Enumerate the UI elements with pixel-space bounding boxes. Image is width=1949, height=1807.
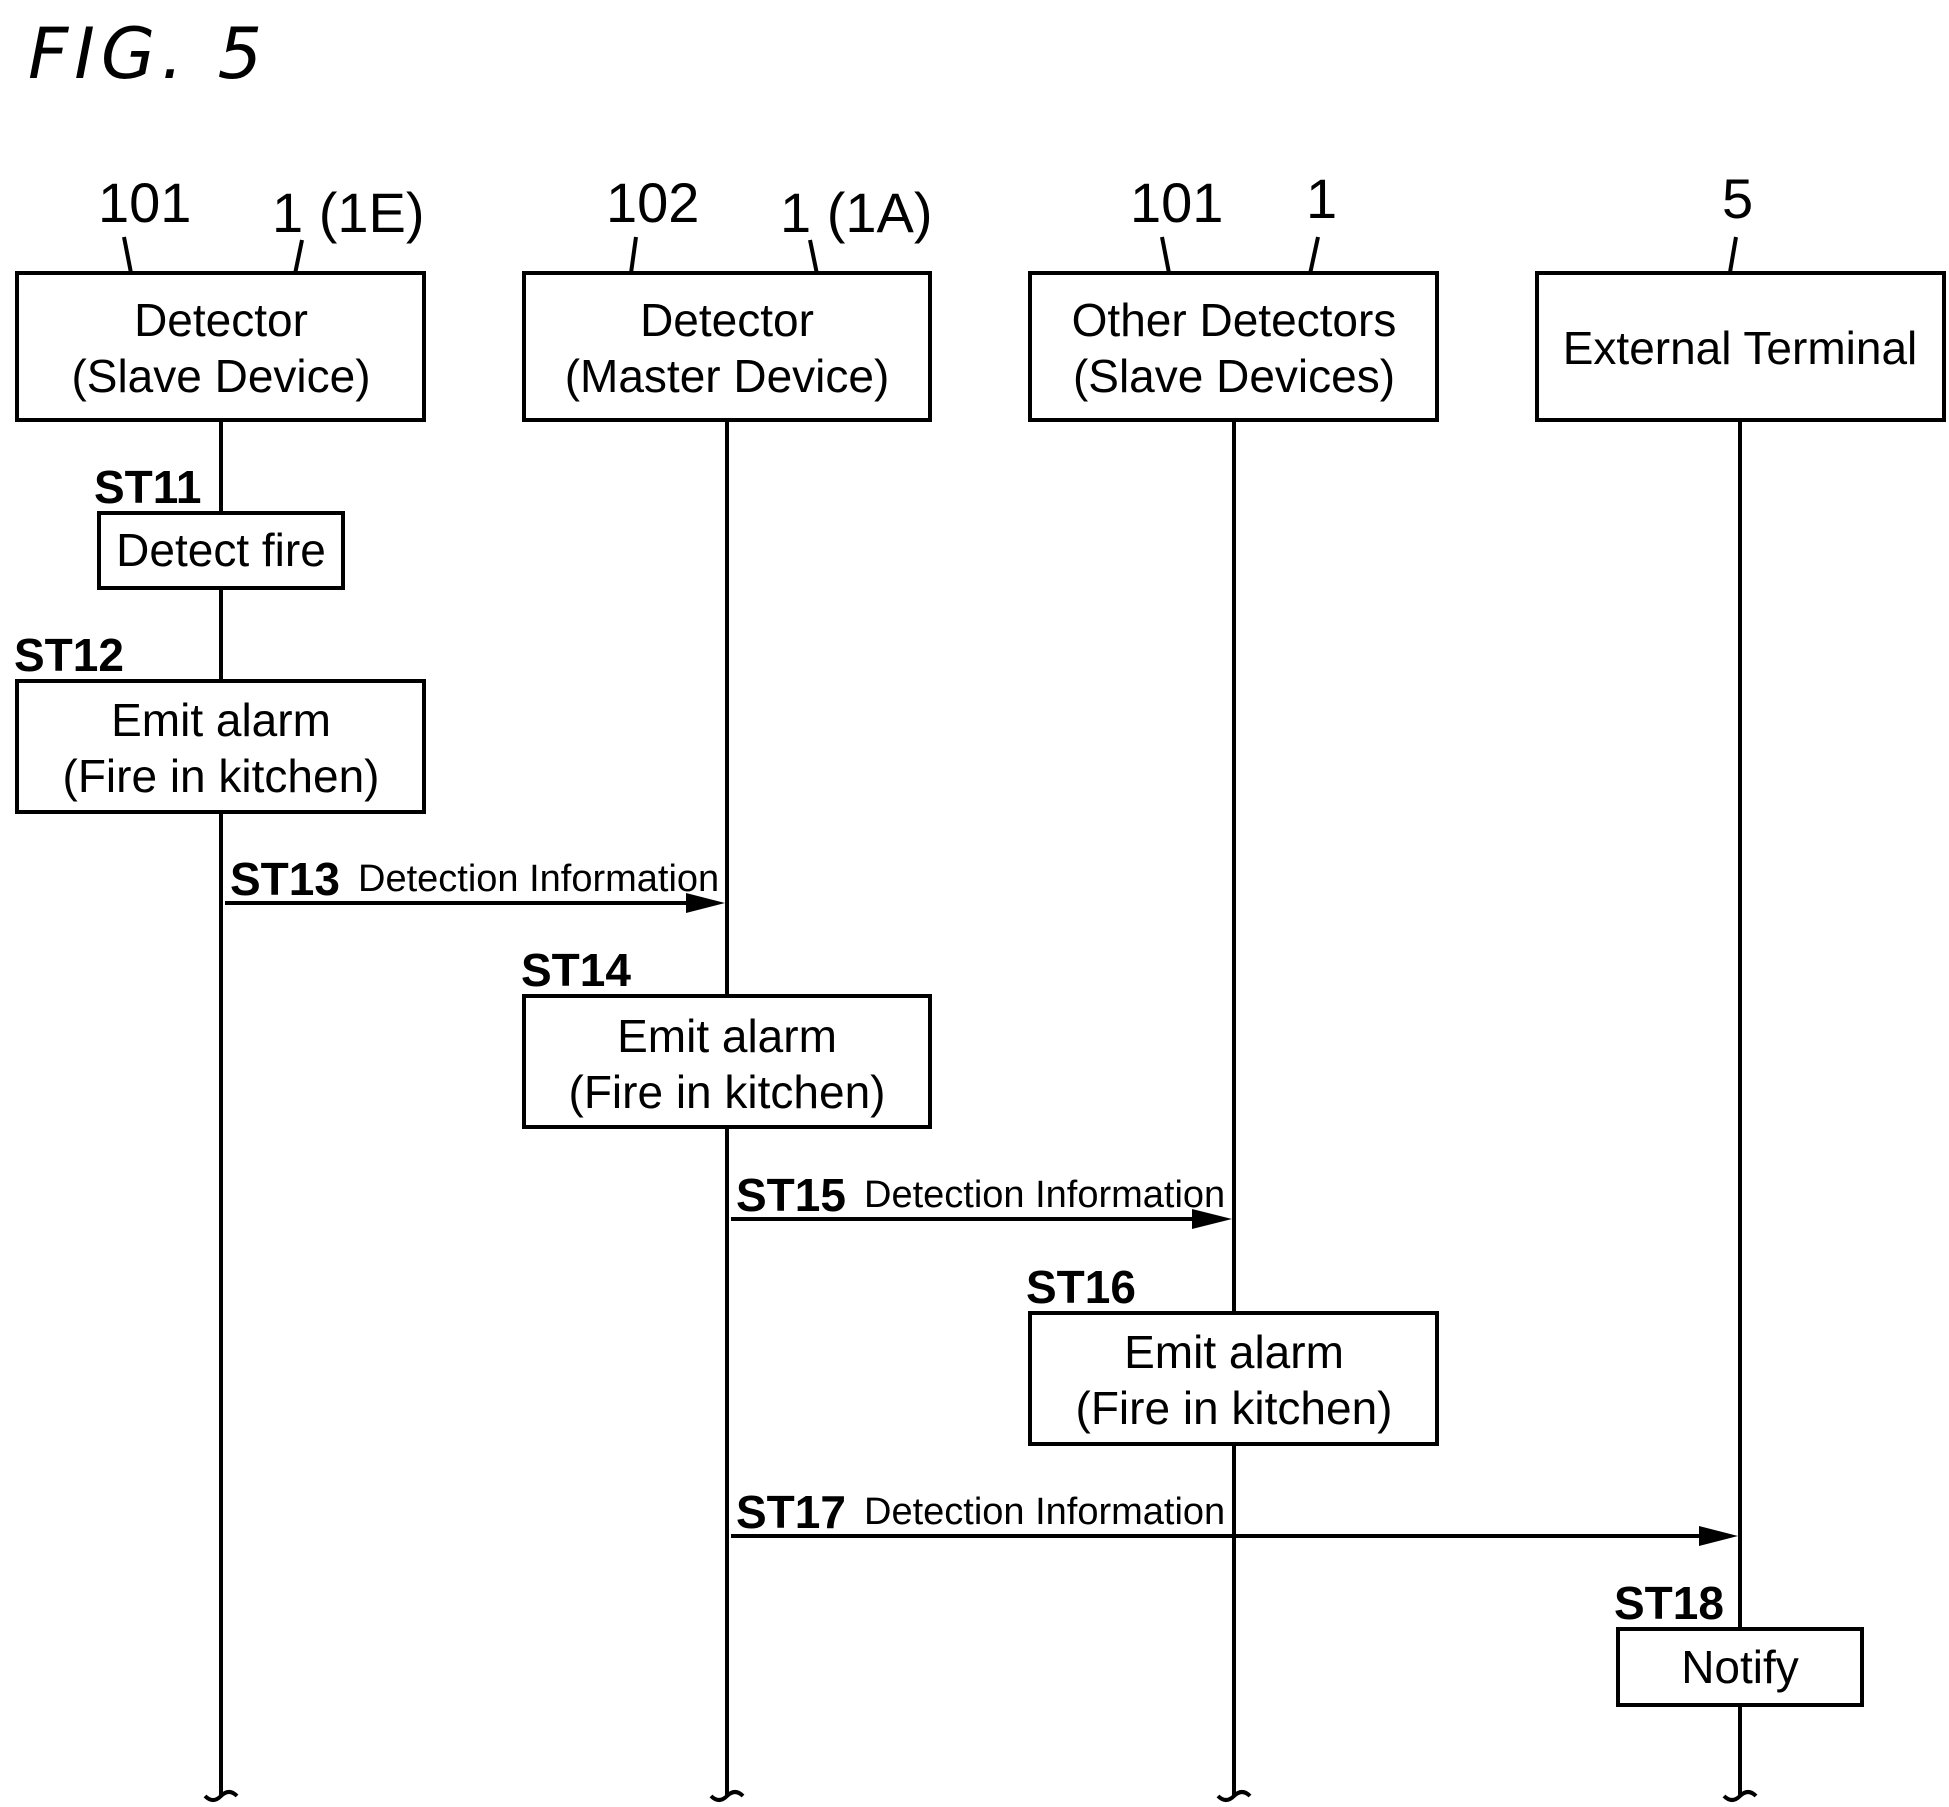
step-label: ST18 bbox=[1614, 1577, 1724, 1629]
step-text: Emit alarm bbox=[111, 694, 331, 746]
lifeline-external-terminal: 5 External Terminal bbox=[1537, 167, 1944, 420]
figure-title: FIG. 5 bbox=[28, 13, 268, 95]
leader-line bbox=[810, 240, 817, 274]
lifeline-title: Detector bbox=[640, 294, 814, 346]
step-text: (Fire in kitchen) bbox=[63, 750, 380, 802]
message-step-label: ST15 bbox=[736, 1169, 846, 1221]
leader-line bbox=[1162, 237, 1169, 273]
step-text: Notify bbox=[1681, 1641, 1799, 1693]
reference-numeral: 5 bbox=[1722, 167, 1753, 230]
step-label: ST11 bbox=[94, 461, 201, 513]
step-label: ST16 bbox=[1026, 1261, 1136, 1313]
message-label: Detection Information bbox=[358, 858, 719, 900]
message-step-label: ST17 bbox=[736, 1486, 846, 1538]
lifeline-other-detectors: 101 1 Other Detectors (Slave Devices) bbox=[1030, 167, 1437, 420]
step-text: (Fire in kitchen) bbox=[1076, 1382, 1393, 1434]
reference-numeral: 102 bbox=[606, 171, 699, 234]
lifeline-detector-master: 102 1 (1A) Detector (Master Device) bbox=[524, 171, 933, 420]
message-st15: ST15 Detection Information bbox=[731, 1169, 1232, 1229]
lifeline-title: Detector bbox=[134, 294, 308, 346]
lifeline-lines bbox=[205, 420, 1756, 1800]
step-text: Emit alarm bbox=[1124, 1326, 1344, 1378]
step-label: ST14 bbox=[521, 944, 631, 996]
reference-numeral: 1 (1E) bbox=[272, 181, 425, 244]
step-st11: ST11 Detect fire bbox=[94, 461, 343, 588]
reference-numeral: 1 bbox=[1306, 167, 1337, 230]
lifeline-subtitle: (Master Device) bbox=[565, 350, 890, 402]
lifeline-title: Other Detectors bbox=[1072, 294, 1397, 346]
step-text: (Fire in kitchen) bbox=[569, 1066, 886, 1118]
leader-line bbox=[631, 237, 636, 273]
step-text: Emit alarm bbox=[617, 1010, 837, 1062]
lifeline-subtitle: (Slave Device) bbox=[71, 350, 370, 402]
step-st16: ST16 Emit alarm (Fire in kitchen) bbox=[1026, 1261, 1437, 1444]
step-text: Detect fire bbox=[116, 524, 326, 576]
message-label: Detection Information bbox=[864, 1174, 1225, 1216]
message-label: Detection Information bbox=[864, 1491, 1225, 1533]
step-label: ST12 bbox=[14, 629, 124, 681]
reference-numeral: 101 bbox=[98, 171, 191, 234]
reference-numeral: 1 (1A) bbox=[780, 181, 933, 244]
message-step-label: ST13 bbox=[230, 853, 340, 905]
arrowhead-icon bbox=[1699, 1526, 1738, 1546]
lifeline-detector-slave: 101 1 (1E) Detector (Slave Device) bbox=[17, 171, 425, 420]
lifeline-title: External Terminal bbox=[1563, 322, 1918, 374]
lifeline-subtitle: (Slave Devices) bbox=[1073, 350, 1395, 402]
leader-line bbox=[1310, 237, 1318, 274]
leader-line bbox=[124, 237, 131, 273]
leader-line bbox=[295, 240, 302, 274]
message-st13: ST13 Detection Information bbox=[225, 853, 725, 913]
reference-numeral: 101 bbox=[1130, 171, 1223, 234]
